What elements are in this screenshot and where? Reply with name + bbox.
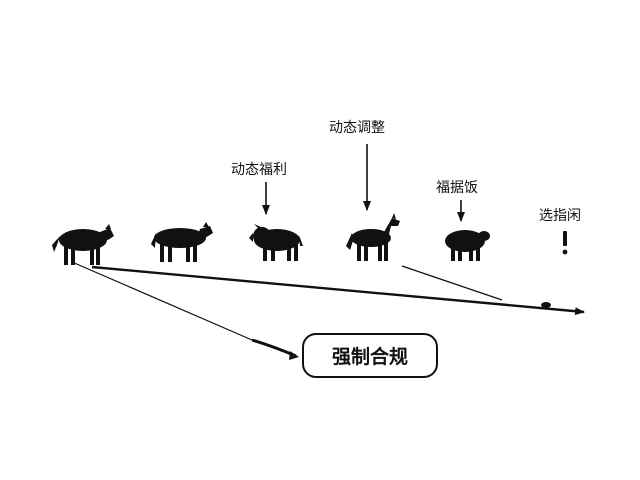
cow-icon [52,224,114,265]
converging-line [401,265,503,301]
sheep-icon [445,230,490,261]
buffalo-icon [249,224,303,261]
cow-icon [151,222,213,262]
label-dynamic-adjust: 动态调整 [329,120,385,136]
label-right: 选指闲 [539,208,581,224]
compliance-arrow [251,338,297,358]
exclamation-icon [562,231,568,255]
label-dynamic-welfare: 动态福利 [231,162,287,178]
compliance-line [71,261,253,341]
main-flow-arrow [91,265,585,316]
compliance-box: 强制合规 [302,333,438,378]
label-middle: 福据饭 [436,180,478,196]
horse-icon [346,213,400,261]
compliance-box-label: 强制合规 [331,346,408,368]
flow-marker [541,302,551,308]
